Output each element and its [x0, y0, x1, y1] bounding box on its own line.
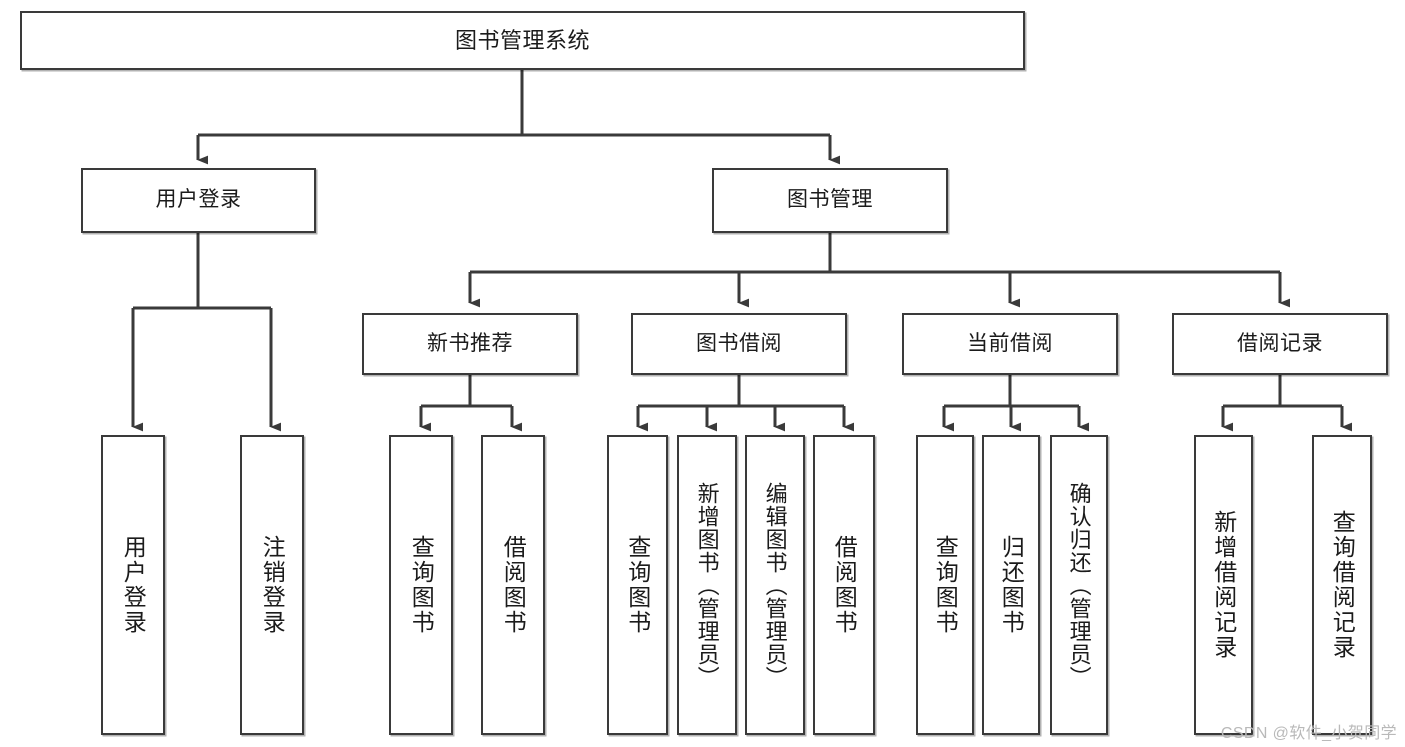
node-label: 新增图书（管理员）	[694, 481, 720, 689]
node-book-management[interactable]: 图书管理	[712, 168, 948, 233]
node-label: 查询图书	[624, 535, 651, 635]
node-label: 图书管理系统	[454, 27, 590, 53]
node-label: 用户登录	[120, 535, 147, 635]
node-label: 当前借阅	[967, 331, 1053, 355]
node-label: 用户登录	[155, 188, 242, 212]
node-new-book-recommendation[interactable]: 新书推荐	[362, 313, 578, 375]
node-root-book-management-system[interactable]: 图书管理系统	[20, 11, 1025, 70]
node-leaf-add-book-admin[interactable]: 新增图书（管理员）	[677, 435, 737, 735]
node-label: 确认归还（管理员）	[1066, 481, 1092, 689]
node-label: 归还图书	[998, 535, 1025, 635]
node-label: 编辑图书（管理员）	[762, 481, 788, 689]
node-leaf-borrow-books-recommend[interactable]: 借阅图书	[481, 435, 545, 735]
node-label: 新书推荐	[427, 331, 513, 355]
node-label: 借阅图书	[500, 535, 527, 635]
node-label: 借阅记录	[1237, 331, 1323, 355]
node-label: 图书借阅	[696, 331, 782, 355]
node-leaf-query-books-current[interactable]: 查询图书	[916, 435, 974, 735]
node-leaf-user-login[interactable]: 用户登录	[101, 435, 165, 735]
node-leaf-confirm-return-admin[interactable]: 确认归还（管理员）	[1050, 435, 1108, 735]
node-current-borrowing[interactable]: 当前借阅	[902, 313, 1118, 375]
node-label: 查询图书	[408, 535, 435, 635]
node-label: 图书管理	[787, 188, 873, 212]
node-leaf-query-books-borrow[interactable]: 查询图书	[607, 435, 668, 735]
node-label: 新增借阅记录	[1210, 510, 1237, 660]
node-leaf-return-books[interactable]: 归还图书	[982, 435, 1040, 735]
node-user-login[interactable]: 用户登录	[81, 168, 316, 233]
node-leaf-borrow-books[interactable]: 借阅图书	[813, 435, 875, 735]
node-leaf-logout[interactable]: 注销登录	[240, 435, 304, 735]
node-label: 查询借阅记录	[1329, 510, 1356, 660]
node-leaf-edit-book-admin[interactable]: 编辑图书（管理员）	[745, 435, 805, 735]
node-label: 借阅图书	[831, 535, 858, 635]
node-borrowing-record[interactable]: 借阅记录	[1172, 313, 1388, 375]
node-label: 查询图书	[932, 535, 959, 635]
node-leaf-query-books-recommend[interactable]: 查询图书	[389, 435, 453, 735]
node-leaf-add-borrow-record[interactable]: 新增借阅记录	[1194, 435, 1253, 735]
node-label: 注销登录	[259, 535, 286, 635]
node-leaf-query-borrow-record[interactable]: 查询借阅记录	[1312, 435, 1372, 735]
node-book-borrowing[interactable]: 图书借阅	[631, 313, 847, 375]
